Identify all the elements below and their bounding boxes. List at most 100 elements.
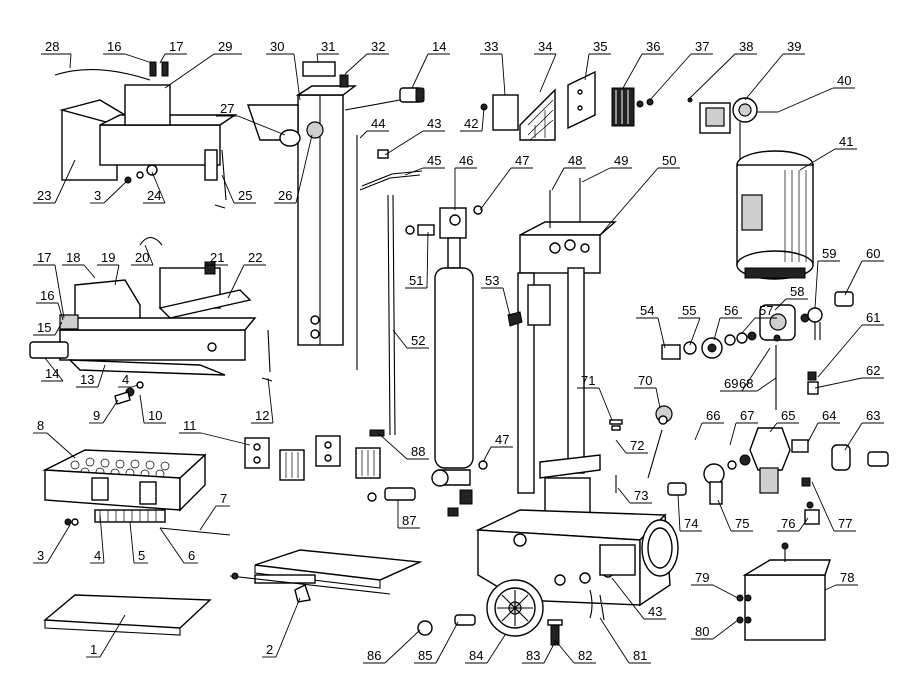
callout-72: 72 — [615, 438, 648, 454]
callout-leader — [657, 317, 666, 349]
callout-50: 50 — [599, 153, 680, 236]
callout-number: 14 — [432, 39, 446, 54]
callout-47-2: 47 — [482, 432, 513, 463]
callout-number: 60 — [866, 246, 880, 261]
wheel-base — [417, 509, 679, 646]
pump-cover — [736, 542, 831, 641]
callout-number: 45 — [427, 153, 441, 168]
callout-leader — [267, 377, 274, 424]
callout-number: 7 — [220, 491, 227, 506]
callout-leader — [204, 264, 207, 269]
callout-63: 63 — [844, 408, 884, 451]
callout-leader — [129, 521, 135, 564]
callout-6: 6 — [159, 527, 198, 564]
callout-number: 17 — [37, 250, 51, 265]
callout-33: 33 — [480, 39, 506, 96]
callout-leader — [124, 53, 153, 64]
callout-76: 76 — [777, 516, 809, 532]
callout-55: 55 — [678, 303, 701, 346]
callout-87: 87 — [397, 500, 420, 529]
callout-leader — [151, 171, 166, 204]
callout-79: 79 — [691, 570, 739, 599]
callout-number: 4 — [94, 548, 101, 563]
callout-80: 80 — [691, 619, 739, 640]
callout-number: 61 — [866, 310, 880, 325]
callout-58: 58 — [774, 284, 808, 311]
callout-leader — [392, 329, 408, 349]
callout-85: 85 — [414, 621, 459, 664]
callout-leader — [655, 387, 661, 409]
electric-motor — [736, 122, 814, 280]
callout-leader — [611, 577, 645, 620]
callout-leader — [69, 53, 72, 69]
callout-43-1: 43 — [384, 116, 445, 156]
callout-28: 28 — [41, 39, 72, 69]
callout-leader — [712, 619, 739, 640]
callout-26: 26 — [274, 134, 313, 204]
callout-number: 17 — [169, 39, 183, 54]
callout-3-1: 3 — [90, 179, 129, 204]
base-plate — [229, 549, 423, 603]
callout-number: 27 — [220, 101, 234, 116]
callout-leader — [486, 634, 506, 664]
callout-number: 81 — [633, 648, 647, 663]
callout-47-1: 47 — [479, 153, 533, 211]
callout-number: 76 — [781, 516, 795, 531]
callout-67: 67 — [729, 408, 758, 446]
callout-number: 66 — [706, 408, 720, 423]
callout-leader — [543, 641, 556, 664]
callout-leader — [295, 134, 313, 204]
callout-leader — [479, 167, 512, 211]
callout-number: 62 — [866, 363, 880, 378]
callout-leader — [200, 432, 251, 446]
callout-number: 74 — [684, 516, 698, 531]
callout-leader — [103, 179, 129, 204]
callout-leader — [426, 231, 429, 289]
work-table-group — [42, 449, 231, 636]
callout-number: 44 — [371, 116, 385, 131]
callout-21: 21 — [204, 250, 228, 269]
callout-48: 48 — [551, 153, 586, 191]
callout-leader — [293, 53, 301, 101]
callout-number: 53 — [485, 273, 499, 288]
callout-number: 83 — [526, 648, 540, 663]
callout-73: 73 — [617, 487, 652, 504]
callout-68: 68 — [735, 376, 777, 392]
callout-number: 69 — [724, 376, 738, 391]
callout-number: 31 — [321, 39, 335, 54]
callout-81: 81 — [599, 617, 651, 664]
callout-leader — [744, 53, 784, 101]
callout-86: 86 — [363, 629, 421, 664]
callout-leader — [99, 614, 126, 658]
callout-34: 34 — [534, 39, 557, 93]
callout-leader — [221, 174, 235, 204]
callout-number: 82 — [578, 648, 592, 663]
callout-leader — [46, 524, 71, 564]
callout-52: 52 — [392, 329, 429, 349]
callout-leader — [712, 584, 739, 599]
callout-leader — [411, 53, 429, 89]
callout-17-1: 17 — [159, 39, 187, 64]
callout-number: 38 — [739, 39, 753, 54]
callout-number: 73 — [634, 488, 648, 503]
callout-leader — [814, 260, 819, 309]
callout-number: 25 — [238, 188, 252, 203]
callout-60: 60 — [844, 246, 884, 296]
callout-56: 56 — [713, 303, 742, 341]
callout-10: 10 — [139, 394, 166, 424]
callout-82: 82 — [554, 639, 596, 664]
callout-leader — [131, 384, 139, 388]
callout-leader — [159, 527, 185, 564]
callout-leader — [54, 321, 63, 336]
callout-77: 77 — [811, 481, 856, 532]
callout-leader — [677, 494, 681, 532]
callout-31: 31 — [316, 39, 339, 63]
callout-number: 65 — [781, 408, 795, 423]
callout-number: 28 — [45, 39, 59, 54]
callout-number: 3 — [37, 548, 44, 563]
callout-leader — [824, 584, 837, 591]
wedge-plates — [244, 435, 381, 481]
callout-23: 23 — [33, 159, 76, 204]
callout-leader — [717, 499, 732, 532]
